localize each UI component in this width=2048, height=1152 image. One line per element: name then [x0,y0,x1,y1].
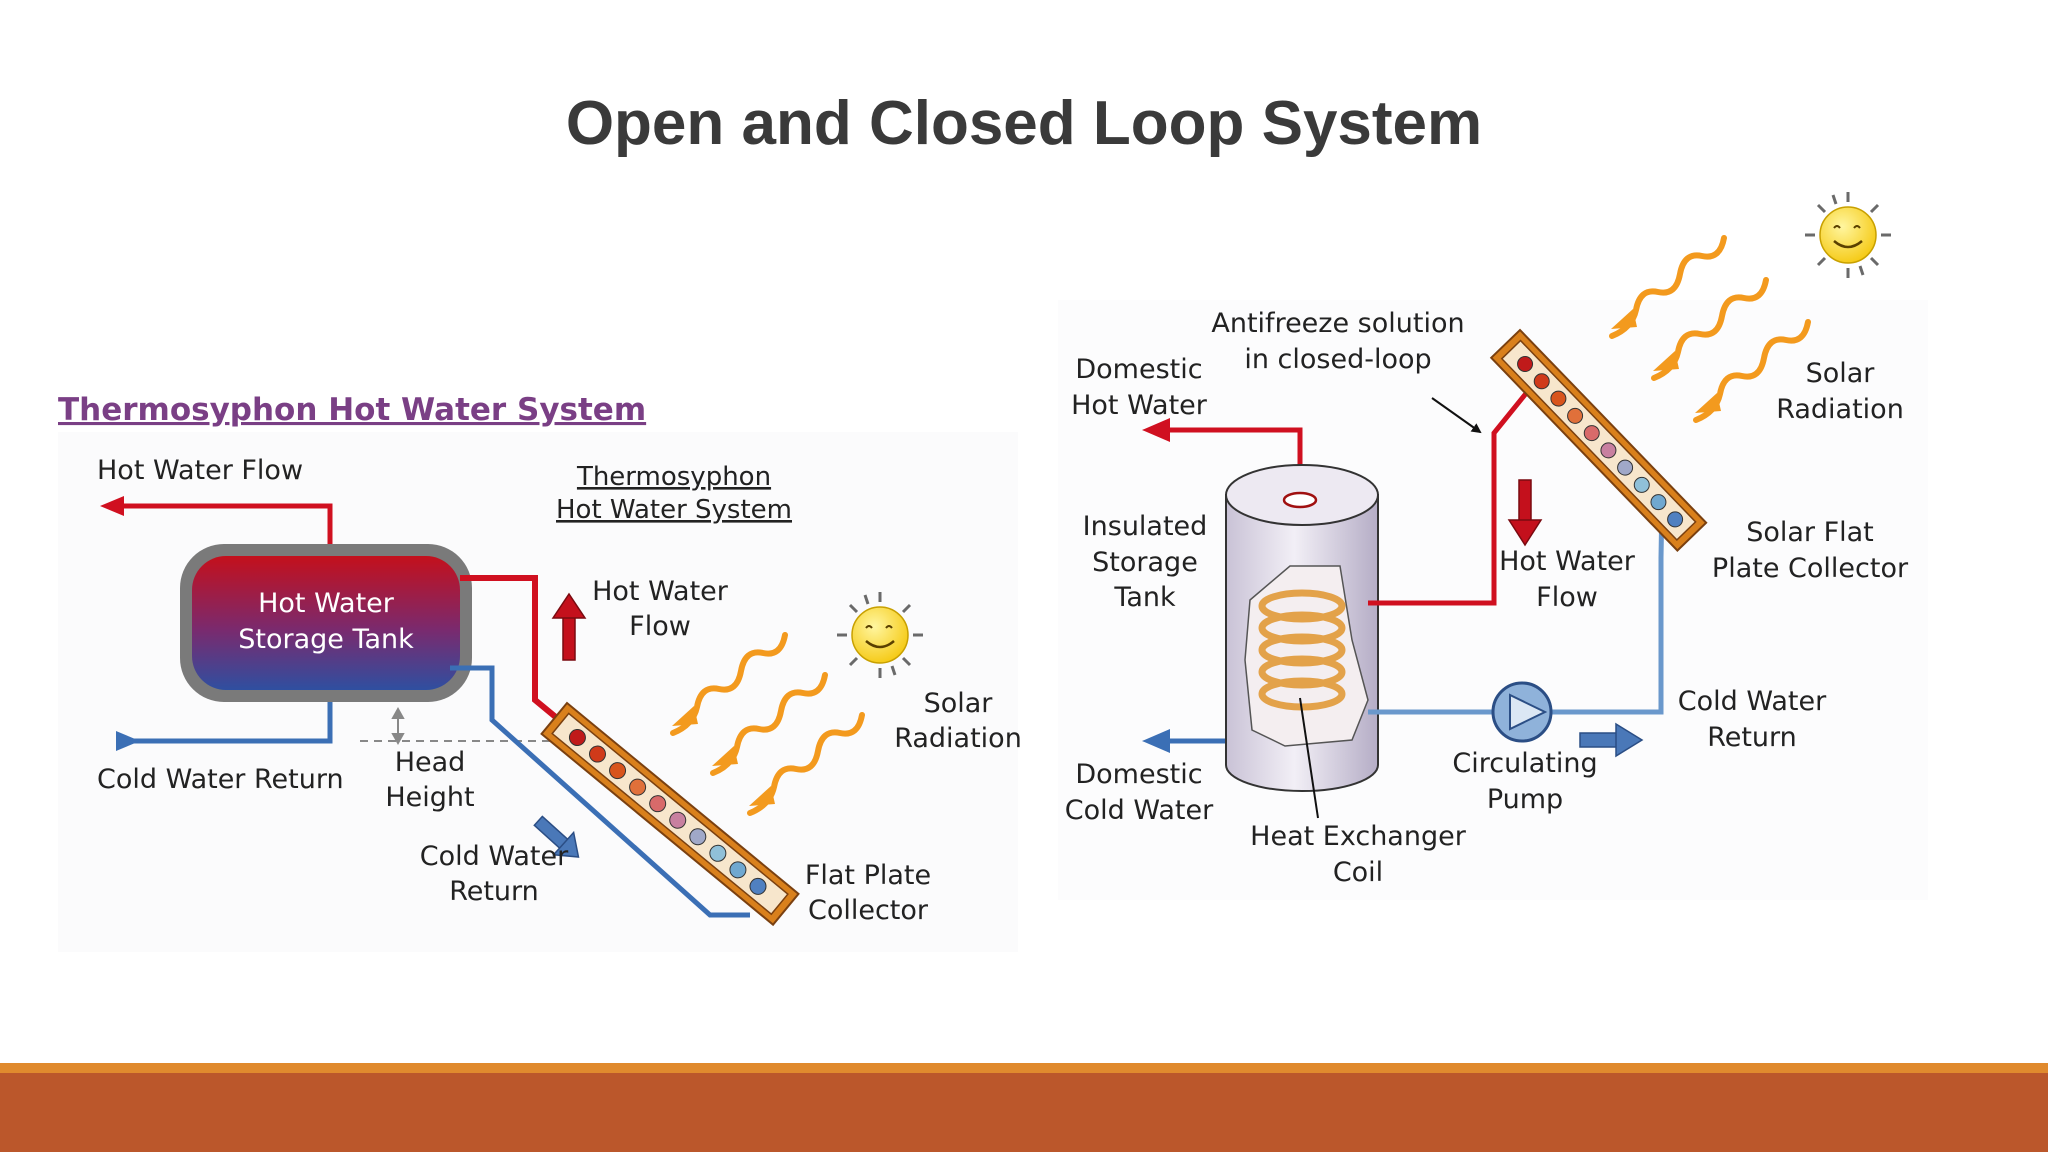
pump-label-line1: Circulating [1452,748,1597,779]
cold-return-right-line1: Cold Water [1678,686,1827,717]
solar-radiation-right-line1: Solar [1806,358,1876,389]
hot-flow-label-line1: Hot Water [1499,546,1636,577]
tank-label-line2: Storage Tank [238,624,414,655]
cold-water-down-arrow [533,815,580,858]
closed-loop-diagram: Antifreeze solution in closed-loop Domes… [1058,192,1928,900]
tank-label-line1: Hot Water [258,588,395,619]
sun-icon [837,592,923,678]
heat-exchanger-coil [1258,589,1346,711]
closed-loop-hot-pipe [1368,368,1547,606]
solar-collector-label-line1: Solar Flat [1746,517,1874,548]
pump-label-line2: Pump [1487,784,1563,815]
solar-water-heating-diagram: Hot Water Storage Tank [58,192,1928,952]
hot-water-flow-top-label: Hot Water Flow [97,455,303,486]
collector-label-line1: Flat Plate [805,860,931,891]
sun-icon-right [1805,192,1891,278]
storage-tank [192,556,460,690]
collector-tubes [568,729,767,895]
solar-collector-label-line2: Plate Collector [1712,553,1909,584]
head-height-label-line1: Head [395,747,466,778]
heat-exchanger-label-line1: Heat Exchanger [1250,821,1467,852]
insulated-label-line2: Storage [1092,547,1198,578]
antifreeze-label-line1: Antifreeze solution [1211,308,1464,339]
insulated-label-line1: Insulated [1083,511,1208,542]
insulated-storage-tank [1225,464,1379,792]
flat-plate-collector [540,701,800,927]
domestic-cold-label-line1: Domestic [1075,759,1202,790]
collector-tubes-right [1517,356,1684,528]
head-height-marker [391,706,405,746]
cold-return-label-line2: Return [449,876,539,907]
heat-exchanger-pointer [1299,697,1319,819]
footer-accent-line [0,1063,2048,1073]
cold-water-return-label: Cold Water Return [97,764,344,795]
circulating-pump-icon [1491,681,1553,743]
footer-bar [0,1073,2048,1152]
solar-radiation-right-line2: Radiation [1776,394,1904,425]
cold-return-label-line1: Cold Water [420,841,569,872]
antifreeze-label-line2: in closed-loop [1244,344,1431,375]
collector-to-tank-cold-pipe [450,665,750,918]
solar-radiation-label-line2: Radiation [894,723,1022,754]
domestic-hot-label-line2: Hot Water [1071,390,1208,421]
solar-flat-plate-collector [1489,328,1708,552]
hot-flow-label-line2: Flow [1536,582,1598,613]
slide-title: Open and Closed Loop System [565,89,1483,158]
tank-outlet [1282,491,1318,509]
hot-water-up-arrow [551,592,587,661]
thermosyphon-subtitle-line1: Thermosyphon [576,462,771,492]
cold-water-return-pipe [116,690,333,751]
solar-radiation-label-line1: Solar [924,688,994,719]
head-height-label-line2: Height [385,782,474,813]
hot-water-flow-label-line2: Flow [629,611,691,642]
hot-water-down-arrow [1507,479,1543,547]
collector-label-line2: Collector [808,895,929,926]
insulated-label-line3: Tank [1113,582,1176,613]
thermosyphon-subtitle-line2: Hot Water System [556,495,792,525]
antifreeze-pointer [1431,397,1482,434]
thermosyphon-diagram: Hot Water Storage Tank [58,392,1022,952]
domestic-hot-label-line1: Domestic [1075,354,1202,385]
hot-water-flow-pipe [100,496,333,548]
heat-exchanger-label-line2: Coil [1333,857,1383,888]
solar-radiation-arrows-right [1609,235,1811,423]
cold-water-return-arrow [1579,722,1644,758]
hot-water-flow-label-line1: Hot Water [592,576,729,607]
cold-return-right-line2: Return [1707,722,1797,753]
thermosyphon-title: Thermosyphon Hot Water System [58,392,646,428]
solar-radiation-arrows [670,632,865,816]
solar-arrowheads-right [1611,309,1721,413]
solar-arrowheads [672,706,775,806]
domestic-cold-water-pipe [1142,729,1236,753]
domestic-cold-label-line2: Cold Water [1065,795,1214,826]
